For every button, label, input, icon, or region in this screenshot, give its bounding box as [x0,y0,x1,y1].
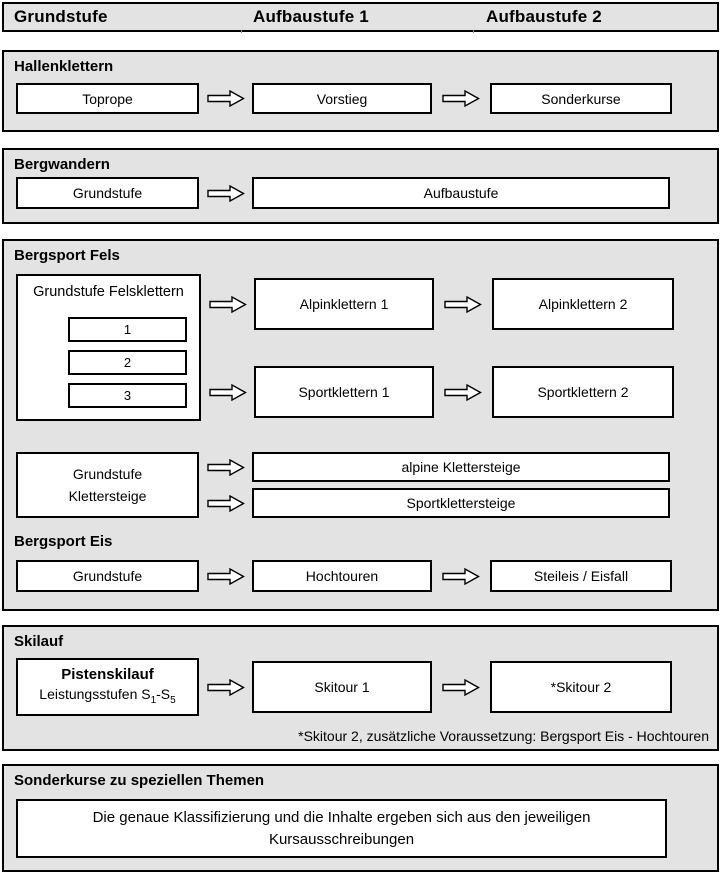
arrow-right-icon [206,567,245,585]
section-skilauf: Skilauf Pistenskilauf Leistungsstufen S1… [2,625,719,751]
level-box-2: 2 [68,350,187,375]
felsklettern-row: Grundstufe Felsklettern 1 2 3 Alpinklett… [16,274,717,421]
arrow-right-icon [208,295,247,313]
arrow-right-icon [206,90,245,107]
section-title: Hallenklettern [14,58,114,75]
course-row: Sportklettersteige [199,488,670,518]
course-row: Pistenskilauf Leistungsstufen S1-S5 Skit… [16,658,717,716]
arrow-right-icon [208,383,247,401]
arrow-right-icon [206,184,245,202]
box-pistenskilauf: Pistenskilauf Leistungsstufen S1-S5 [16,658,199,716]
header-column-aufbaustufe-2: Aufbaustufe 2 [486,7,602,26]
header-column-grundstufe: Grundstufe [14,7,108,26]
arrow-right-icon [206,678,245,696]
klettersteige-targets: alpine Klettersteige Sportklettersteige [199,452,670,518]
arrow-right-icon [442,90,480,107]
klettersteige-label-line1: Grundstufe [72,466,143,482]
section-hallenklettern: Hallenklettern Toprope Vorstieg Sonderku… [2,50,719,132]
box-toprope: Toprope [16,83,199,114]
section-bergwandern: Bergwandern Grundstufe Aufbaustufe [2,148,719,224]
box-steileis-eisfall: Steileis / Eisfall [490,560,672,592]
box-grundstufe: Grundstufe [16,177,199,209]
klettersteige-row: Grundstufe Klettersteige alpine Kletters… [16,452,717,518]
pistenskilauf-label: Pistenskilauf [61,666,154,684]
column-divider-tick [473,30,474,33]
box-alpinklettern-2: Alpinklettern 2 [492,278,674,330]
arrow-right-icon [444,383,482,401]
arrow-right-icon [444,295,482,313]
arrow-right-icon [442,567,480,585]
box-sportklettern-1: Sportklettern 1 [254,366,434,418]
course-row: Alpinklettern 1 Alpinklettern 2 [201,278,674,330]
box-alpine-klettersteige: alpine Klettersteige [252,452,670,482]
course-row: Sportklettern 1 Sportklettern 2 [201,366,674,418]
skitour-2-footnote: *Skitour 2, zusätzliche Voraussetzung: B… [298,728,709,744]
course-row: Toprope Vorstieg Sonderkurse [16,83,717,114]
box-hochtouren: Hochtouren [252,560,432,592]
arrow-right-icon [442,678,480,696]
level-box-1: 1 [68,317,187,342]
header-column-aufbaustufe-1: Aufbaustufe 1 [253,7,369,26]
header-bar: Grundstufe Aufbaustufe 1 Aufbaustufe 2 [2,2,719,33]
course-row: Grundstufe Aufbaustufe [16,177,717,209]
section-title: Skilauf [14,633,64,650]
box-skitour-2: *Skitour 2 [490,661,672,713]
box-sportklettern-2: Sportklettern 2 [492,366,674,418]
section-title-bergsport-eis: Bergsport Eis [14,533,113,550]
course-row: Grundstufe Hochtouren Steileis / Eisfall [16,560,717,592]
section-title: Sonderkurse zu speziellen Themen [14,772,265,789]
box-skitour-1: Skitour 1 [252,661,432,713]
box-vorstieg: Vorstieg [252,83,432,114]
pistenskilauf-sublabel: Leistungsstufen S1-S5 [39,686,176,706]
box-sonderkurse: Sonderkurse [490,83,672,114]
box-alpinklettern-1: Alpinklettern 1 [254,278,434,330]
course-row: alpine Klettersteige [199,452,670,482]
section-sonderkurse: Sonderkurse zu speziellen Themen Die gen… [2,764,719,872]
section-title: Bergwandern [14,156,110,173]
box-aufbaustufe: Aufbaustufe [252,177,670,209]
klettersteige-label-line2: Klettersteige [68,488,147,504]
column-divider-tick [241,30,242,33]
section-bergsport-fels: Bergsport Fels Grundstufe Felsklettern 1… [2,239,719,611]
arrow-right-icon [206,458,245,476]
felsklettern-levels: 1 2 3 [68,317,187,408]
box-grundstufe-eis: Grundstufe [16,560,199,592]
box-grundstufe-klettersteige: Grundstufe Klettersteige [16,452,199,518]
box-grundstufe-felsklettern: Grundstufe Felsklettern 1 2 3 [16,274,201,421]
felsklettern-targets: Alpinklettern 1 Alpinklettern 2 Sportkle… [201,278,674,418]
arrow-right-icon [206,494,245,512]
level-box-3: 3 [68,383,187,408]
felsklettern-label: Grundstufe Felsklettern [33,284,184,300]
section-title: Bergsport Fels [14,247,120,264]
sonderkurse-note-box: Die genaue Klassifizierung und die Inhal… [16,799,667,858]
box-sportklettersteige: Sportklettersteige [252,488,670,518]
